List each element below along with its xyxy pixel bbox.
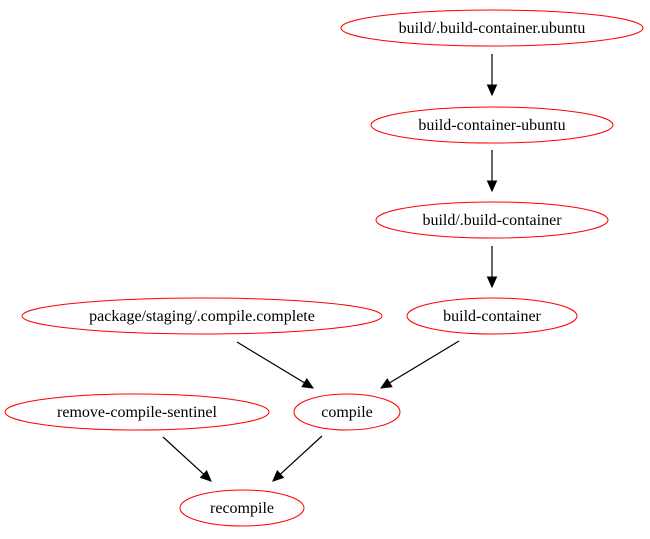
edge-line: [389, 340, 460, 384]
arrowhead-icon: [486, 276, 498, 289]
node-label: package/staging/.compile.complete: [89, 308, 315, 325]
edge-line: [236, 341, 305, 384]
node-ellipse[interactable]: [179, 489, 305, 527]
arrowhead-icon: [199, 470, 212, 482]
edge-n6-to-n8: [272, 435, 323, 482]
node-n4[interactable]: build-container: [406, 297, 578, 335]
edge-n7-to-n8: [162, 436, 212, 482]
edge-n5-to-n6: [236, 341, 315, 389]
edge-n2-to-n3: [486, 150, 498, 193]
node-n6[interactable]: compile: [293, 393, 401, 431]
node-n1[interactable]: build/.build-container.ubuntu: [340, 9, 644, 47]
node-n8[interactable]: recompile: [179, 489, 305, 527]
node-n5[interactable]: package/staging/.compile.complete: [21, 297, 383, 335]
edge-line: [279, 435, 323, 475]
node-ellipse[interactable]: [340, 9, 644, 47]
node-n7[interactable]: remove-compile-sentinel: [4, 393, 270, 431]
edge-n1-to-n2: [486, 54, 498, 97]
node-label: build/.build-container.ubuntu: [399, 20, 586, 37]
node-label: compile: [321, 404, 373, 421]
edge-line: [162, 436, 205, 475]
arrowhead-icon: [272, 470, 285, 482]
node-label: build-container-ubuntu: [418, 117, 565, 134]
edge-n4-to-n6: [379, 340, 460, 389]
node-ellipse[interactable]: [370, 106, 614, 144]
node-n2[interactable]: build-container-ubuntu: [370, 106, 614, 144]
node-ellipse[interactable]: [4, 393, 270, 431]
nodes-layer: build/.build-container.ubuntu build-conta…: [4, 9, 644, 527]
node-ellipse[interactable]: [375, 201, 609, 239]
arrowhead-icon: [301, 378, 315, 389]
node-label: build/.build-container: [422, 212, 562, 229]
node-label: build-container: [443, 308, 541, 325]
arrowhead-icon: [486, 84, 498, 97]
node-ellipse[interactable]: [21, 297, 383, 335]
node-label: remove-compile-sentinel: [57, 404, 217, 421]
node-ellipse[interactable]: [293, 393, 401, 431]
edges-layer: [162, 54, 498, 482]
node-ellipse[interactable]: [406, 297, 578, 335]
edge-n3-to-n4: [486, 246, 498, 289]
arrowhead-icon: [379, 378, 393, 389]
node-label: recompile: [210, 500, 274, 517]
node-n3[interactable]: build/.build-container: [375, 201, 609, 239]
arrowhead-icon: [486, 180, 498, 193]
